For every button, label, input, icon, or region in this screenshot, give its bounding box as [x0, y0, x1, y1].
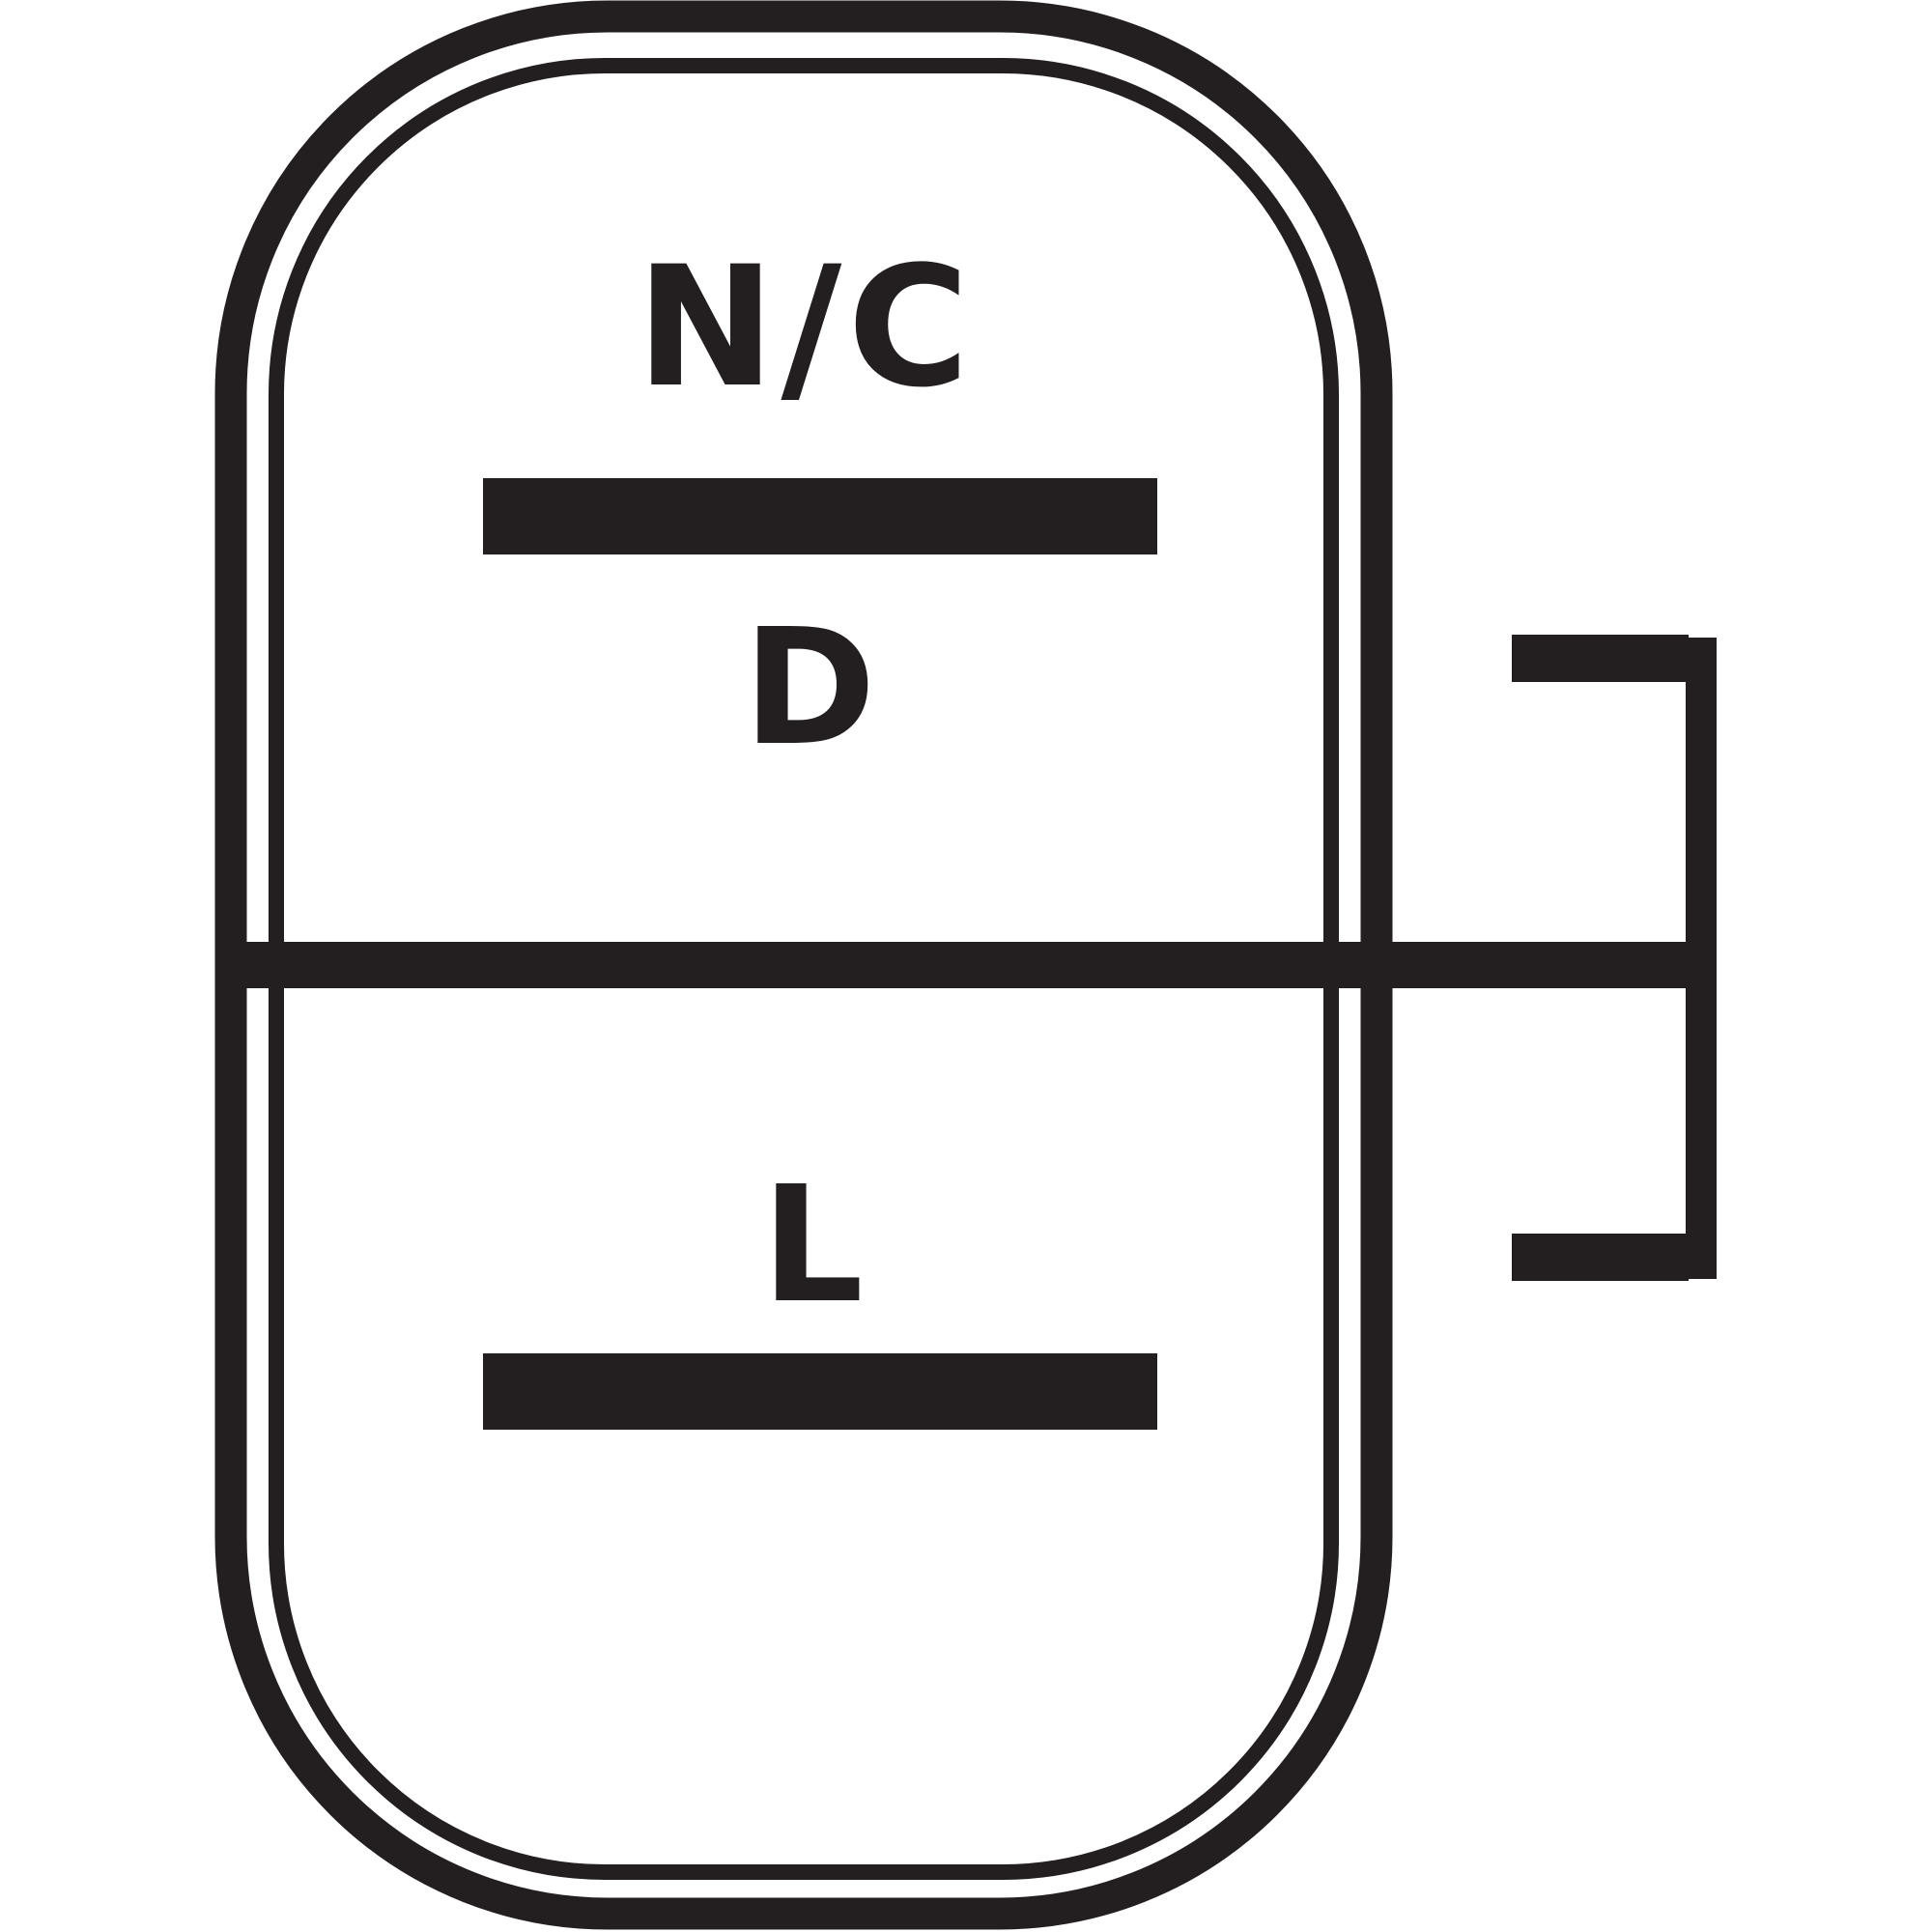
bracket-top-arm: [1512, 635, 1689, 682]
bracket-bottom-arm: [1512, 1234, 1689, 1281]
terminal-label-d: D: [743, 595, 876, 781]
terminal-label-nc: N/C: [637, 230, 976, 424]
pin-bar-top: [483, 478, 1157, 554]
pin-bar-bottom: [483, 1353, 1157, 1430]
terminal-label-l: L: [761, 1152, 864, 1339]
divider-bar: [246, 942, 1717, 988]
bracket-vertical: [1686, 638, 1717, 1279]
